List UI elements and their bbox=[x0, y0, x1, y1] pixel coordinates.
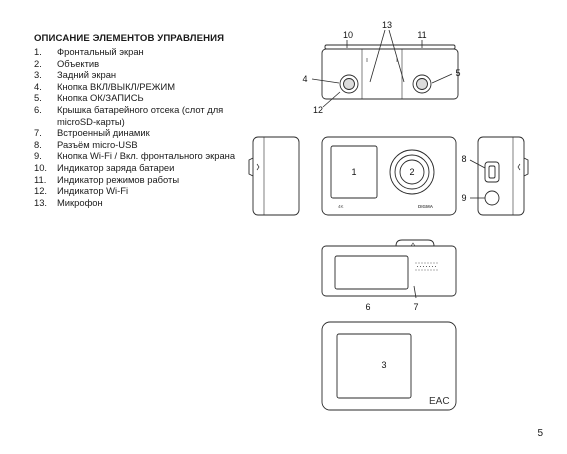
callout-1: 1 bbox=[351, 167, 356, 177]
top-rim bbox=[324, 44, 456, 50]
list-item: 11.Индикатор режимов работы bbox=[34, 173, 180, 185]
list-item: 6.Крышка батарейного отсека (слот для mi… bbox=[34, 103, 224, 127]
callout-10: 10 bbox=[343, 30, 353, 40]
callout-labels: 10 13 11 4 5 12 1 2 8 9 6 7 3 bbox=[302, 20, 466, 370]
list-item: 7.Встроенный динамик bbox=[34, 127, 150, 139]
camera-right-view bbox=[477, 136, 529, 216]
back-screen bbox=[336, 333, 412, 399]
leader-13a bbox=[369, 29, 386, 83]
camera-left-view bbox=[248, 136, 300, 216]
front-4k-mark: 4K bbox=[338, 204, 344, 209]
camera-diagram-svg: 4K DIGMA EAC 10 13 11 4 5 12 1 2 8 9 6 7… bbox=[248, 20, 529, 411]
camera-bottom-view bbox=[321, 239, 457, 297]
lens-ring-middle bbox=[394, 154, 430, 190]
power-button-outer bbox=[339, 74, 359, 94]
left-body bbox=[252, 136, 300, 216]
ok-button-outer bbox=[412, 74, 432, 94]
leader-8 bbox=[469, 159, 486, 169]
brand-logo: DIGMA bbox=[418, 204, 434, 209]
lens-ring-outer bbox=[389, 149, 435, 195]
controls-list: 1.Фронтальный экран 2.Объектив 3.Задний … bbox=[34, 46, 244, 208]
bottom-top-bump bbox=[395, 239, 435, 247]
list-item: 12.Индикатор Wi-Fi bbox=[34, 185, 129, 197]
list-item: 9.Кнопка Wi-Fi / Вкл. фронтального экран… bbox=[34, 150, 236, 162]
callout-11: 11 bbox=[417, 30, 426, 40]
back-body bbox=[321, 321, 457, 411]
right-lens-bump bbox=[523, 157, 529, 177]
list-item: 10.Индикатор заряда батареи bbox=[34, 161, 175, 173]
leader-12 bbox=[322, 91, 341, 108]
page-number: 5 bbox=[537, 428, 543, 439]
list-item: 3.Задний экран bbox=[34, 69, 117, 81]
list-item: 13.Микрофон bbox=[34, 196, 103, 208]
callout-8: 8 bbox=[461, 154, 466, 164]
leader-13b bbox=[388, 29, 405, 83]
list-item: 1.Фронтальный экран bbox=[34, 46, 144, 57]
top-body bbox=[321, 48, 459, 100]
front-screen bbox=[330, 145, 378, 199]
bottom-chevron-icon bbox=[410, 242, 416, 247]
left-lens-bump bbox=[248, 157, 254, 177]
camera-front-view bbox=[321, 136, 457, 216]
callout-7: 7 bbox=[413, 302, 418, 312]
wifi-button-icon bbox=[484, 190, 500, 206]
list-item: 8.Разъём micro-USB bbox=[34, 138, 138, 150]
callout-3: 3 bbox=[381, 360, 386, 370]
callout-2: 2 bbox=[409, 167, 414, 177]
leader-5 bbox=[431, 73, 453, 84]
front-body bbox=[321, 136, 457, 216]
list-item: 2.Объектив bbox=[34, 57, 100, 69]
speaker-grille bbox=[415, 262, 438, 271]
power-button-icon bbox=[343, 78, 355, 90]
callout-lines bbox=[311, 29, 486, 299]
camera-top-view bbox=[321, 44, 459, 100]
right-chevron-icon bbox=[517, 163, 521, 171]
left-chevron-icon bbox=[256, 163, 260, 171]
callout-12: 12 bbox=[313, 105, 323, 115]
section-heading: ОПИСАНИЕ ЭЛЕМЕНТОВ УПРАВЛЕНИЯ bbox=[34, 33, 225, 44]
eac-mark: EAC bbox=[429, 396, 450, 407]
callout-5: 5 bbox=[455, 68, 460, 78]
usb-port-icon bbox=[488, 165, 496, 179]
callout-6: 6 bbox=[365, 302, 370, 312]
camera-back-view bbox=[321, 321, 457, 411]
leader-7 bbox=[413, 285, 417, 299]
camera-diagram: 4K DIGMA EAC 10 13 11 4 5 12 1 2 8 9 6 7… bbox=[230, 18, 550, 418]
list-item: 4.Кнопка ВКЛ/ВЫКЛ/РЕЖИМ bbox=[34, 80, 176, 92]
callout-9: 9 bbox=[461, 193, 466, 203]
lens-glass bbox=[399, 159, 425, 185]
callout-4: 4 bbox=[302, 74, 307, 84]
ok-button-icon bbox=[416, 78, 428, 90]
leader-4 bbox=[311, 78, 340, 84]
battery-cover bbox=[334, 255, 409, 290]
list-item: 5.Кнопка ОК/ЗАПИСЬ bbox=[34, 92, 144, 104]
usb-port-outer bbox=[484, 161, 500, 183]
bottom-body bbox=[321, 245, 457, 297]
callout-13: 13 bbox=[382, 20, 392, 30]
